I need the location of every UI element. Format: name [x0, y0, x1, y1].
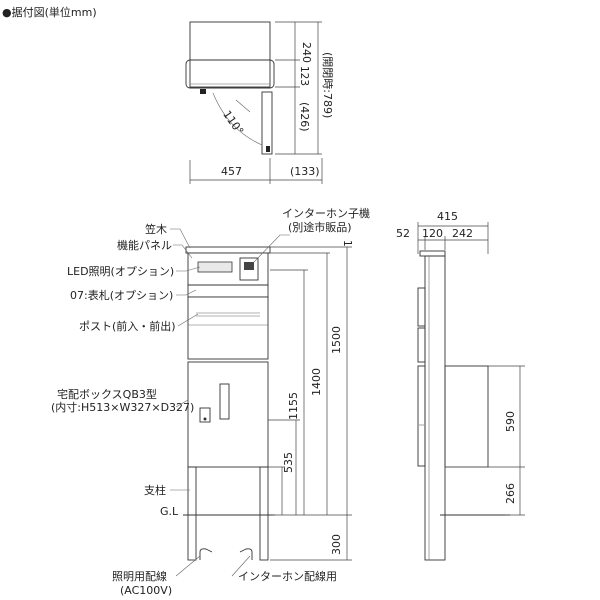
hinge-marker	[200, 89, 206, 94]
front-cap	[185, 246, 271, 254]
nameplate	[187, 284, 269, 298]
mail-post	[187, 296, 269, 360]
side-top-cap	[419, 250, 446, 257]
left-pillar	[187, 466, 197, 561]
label-betto: (別途市販品)	[288, 220, 352, 234]
intercom-unit	[239, 257, 259, 281]
top-view-body	[189, 21, 271, 88]
dim-1500: 1500	[330, 326, 343, 354]
dim-426: (426)	[298, 102, 311, 132]
label-kasagi: 笠木	[145, 222, 167, 236]
label-box-inner: (内寸:H513×W327×D327)	[51, 400, 194, 414]
dim-1: 1	[341, 240, 353, 247]
front-view: 笠木 機能パネル LED照明(オプション) 07:表札(オプション) ポスト(前…	[51, 206, 370, 597]
side-view: 415 52 120 242 590 266	[396, 210, 525, 561]
label-ac: (AC100V)	[120, 584, 172, 597]
dim-1155: 1155	[287, 392, 300, 420]
label-nameplate: 07:表札(オプション)	[70, 288, 173, 302]
dim-240: 240	[300, 42, 313, 63]
top-view: 110° 240 123 (426) (開閉時:789) 457 (133)	[185, 21, 334, 184]
right-pillar	[259, 466, 269, 561]
dim-300: 300	[330, 534, 343, 555]
led-light	[197, 261, 233, 273]
dim-266: 266	[504, 483, 517, 504]
top-view-front-panel	[185, 59, 275, 89]
open-door	[261, 91, 273, 155]
label-led: LED照明(オプション)	[67, 265, 174, 278]
label-panel: 機能パネル	[117, 238, 172, 252]
dim-415: 415	[437, 210, 458, 223]
label-lighting-wire: 照明用配線	[112, 569, 167, 583]
drawing-title: ●据付図(単位mm)	[2, 5, 97, 19]
label-intercom-wire: インターホン配線用	[238, 569, 337, 583]
intercom-wire	[239, 548, 253, 560]
label-pillar: 支柱	[144, 483, 166, 497]
dim-535: 535	[282, 452, 295, 473]
dim-120: 120	[422, 227, 443, 240]
side-body	[424, 255, 446, 561]
side-box-depth	[444, 365, 489, 468]
label-post: ポスト(前入・前出)	[79, 319, 176, 333]
label-box: 宅配ボックスQB3型	[57, 387, 157, 401]
dim-123: 123	[298, 66, 310, 86]
dim-457: 457	[221, 165, 242, 178]
label-intercom: インターホン子機	[282, 206, 370, 220]
door-swing-arc	[212, 92, 263, 146]
dim-590: 590	[504, 411, 517, 432]
lighting-wire	[199, 548, 213, 560]
dim-52: 52	[396, 227, 410, 240]
dim-1400: 1400	[310, 368, 323, 396]
dim-789: (開閉時:789)	[321, 52, 334, 118]
dim-133: (133)	[290, 165, 320, 178]
label-gl: G.L	[160, 505, 179, 518]
box-lock	[199, 407, 211, 423]
dim-242: 242	[452, 227, 473, 240]
delivery-box	[187, 361, 269, 468]
side-box-protrusion	[417, 365, 426, 467]
door-latch	[266, 146, 270, 152]
side-panel-protrusion	[417, 287, 426, 327]
box-handle	[219, 383, 230, 420]
side-post-protrusion	[417, 327, 426, 363]
